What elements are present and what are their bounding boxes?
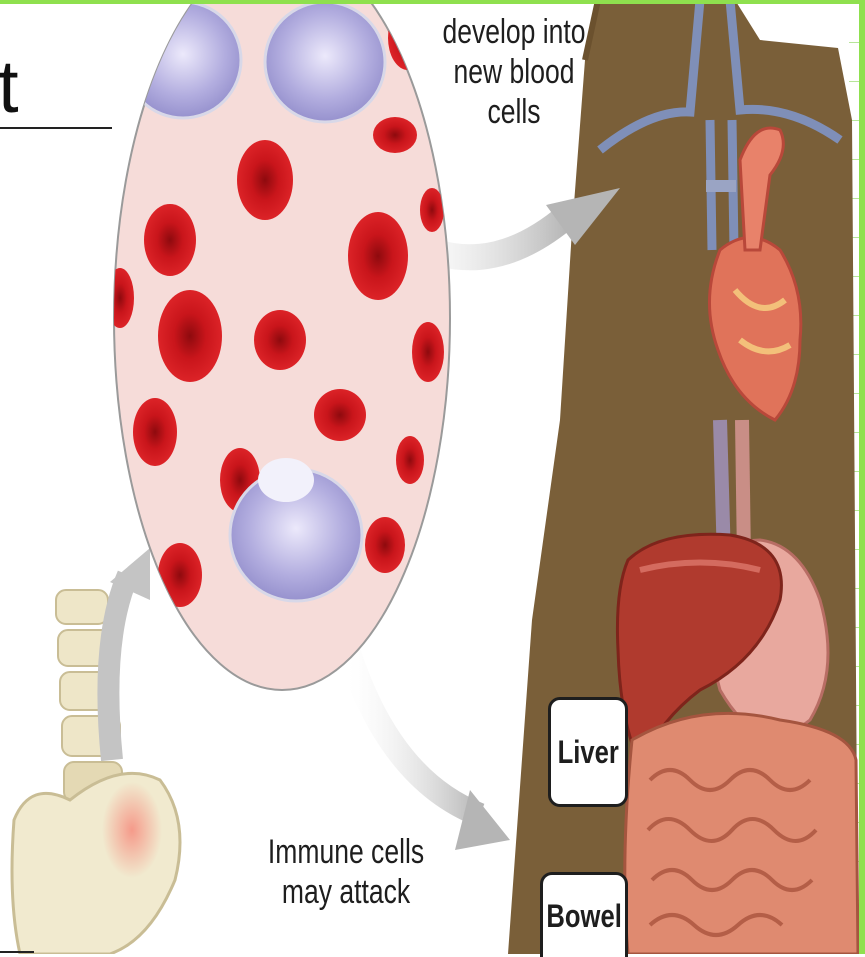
label-immune-cells-attack: Immune cells may attack bbox=[260, 832, 432, 912]
spine-and-pelvis bbox=[12, 590, 180, 954]
label-develop-new-blood-cells: develop into new blood cells bbox=[428, 12, 600, 132]
bowel bbox=[625, 713, 858, 954]
bottom-rule bbox=[0, 951, 34, 953]
blood-magnification-circle bbox=[106, 0, 450, 690]
callout-liver: Liver bbox=[548, 697, 628, 807]
arrow-to-organs bbox=[348, 650, 510, 850]
callout-liver-text: Liver bbox=[557, 734, 618, 771]
callout-bowel-text: Bowel bbox=[546, 898, 621, 935]
callout-bowel: Bowel bbox=[540, 872, 628, 957]
arrow-up-from-bone bbox=[108, 548, 150, 760]
